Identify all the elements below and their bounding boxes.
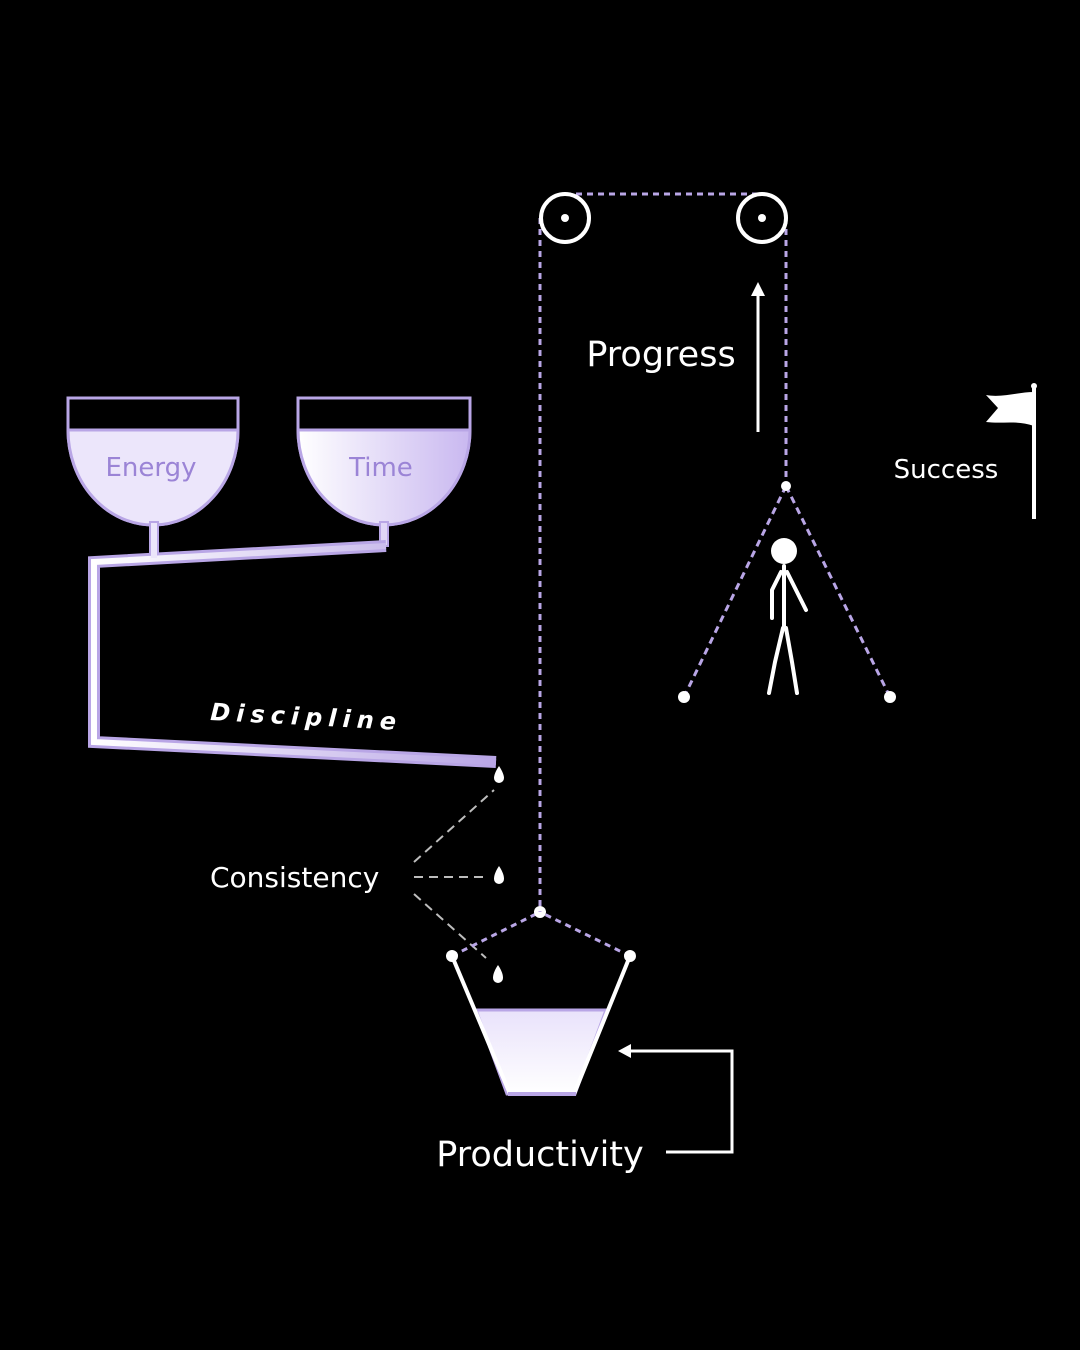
- arrow-up-icon: [751, 282, 765, 432]
- return-arrow-icon: [618, 1044, 734, 1154]
- time-label: Time: [348, 453, 413, 483]
- cup-rigging: [451, 910, 631, 958]
- productivity-label: Productivity: [436, 1135, 644, 1175]
- water-drop-icon: [494, 766, 504, 783]
- energy-bowl: [66, 396, 240, 555]
- flag-icon: [986, 383, 1037, 519]
- rigging-knot: [781, 481, 791, 491]
- success-label: Success: [894, 455, 999, 485]
- water-drop-icon: [494, 866, 504, 884]
- water-drop-icon: [493, 965, 503, 983]
- consistency-label: Consistency: [210, 861, 379, 894]
- elevator-rigging: [682, 485, 892, 698]
- consistency-connectors: [413, 789, 495, 959]
- discipline-label: Discipline: [210, 698, 403, 736]
- elevator-platform: [678, 691, 896, 703]
- energy-label: Energy: [105, 453, 196, 483]
- pulley-icon: [539, 192, 591, 244]
- discipline-pipe: [88, 540, 497, 768]
- rigging-knot: [624, 950, 636, 962]
- rigging-knot: [446, 950, 458, 962]
- time-bowl: [296, 396, 472, 547]
- progress-label: Progress: [586, 335, 735, 375]
- pulley-rope: [538, 192, 788, 912]
- pulley-icon: [736, 192, 788, 244]
- stick-figure-icon: [767, 538, 808, 695]
- productivity-cup: [450, 955, 632, 1096]
